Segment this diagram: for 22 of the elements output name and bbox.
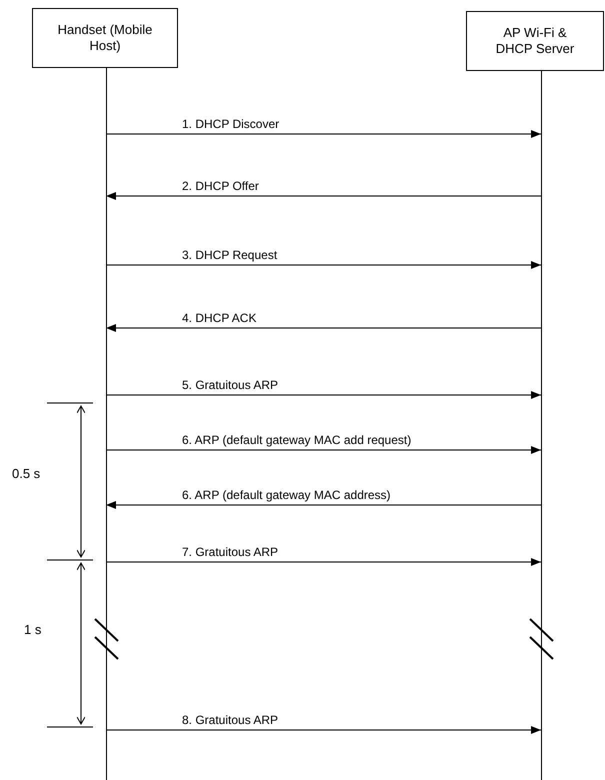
message-arrow	[106, 261, 542, 269]
message-arrow	[106, 726, 542, 734]
message-label: 4. DHCP ACK	[182, 311, 256, 325]
participant-box: Handset (Mobile Host)	[32, 8, 178, 68]
message-arrow	[106, 391, 542, 399]
duration-label: 1 s	[24, 623, 42, 637]
message-arrow	[106, 558, 542, 566]
message-arrow	[106, 324, 542, 332]
message-arrow	[106, 192, 542, 200]
message-label: 6. ARP (default gateway MAC add request)	[182, 433, 412, 447]
message-label: 1. DHCP Discover	[182, 117, 280, 131]
message-label: 6. ARP (default gateway MAC address)	[182, 488, 391, 502]
message-label: 2. DHCP Offer	[182, 179, 259, 193]
message-arrow	[106, 501, 542, 509]
message-arrow	[106, 130, 542, 138]
duration-label: 0.5 s	[12, 467, 40, 481]
message-label: 7. Gratuitous ARP	[182, 545, 278, 559]
message-label: 3. DHCP Request	[182, 248, 278, 262]
message-label: 5. Gratuitous ARP	[182, 378, 278, 392]
message-arrow	[106, 446, 542, 454]
participant-box: AP Wi-Fi & DHCP Server	[466, 11, 604, 71]
message-label: 8. Gratuitous ARP	[182, 713, 278, 727]
